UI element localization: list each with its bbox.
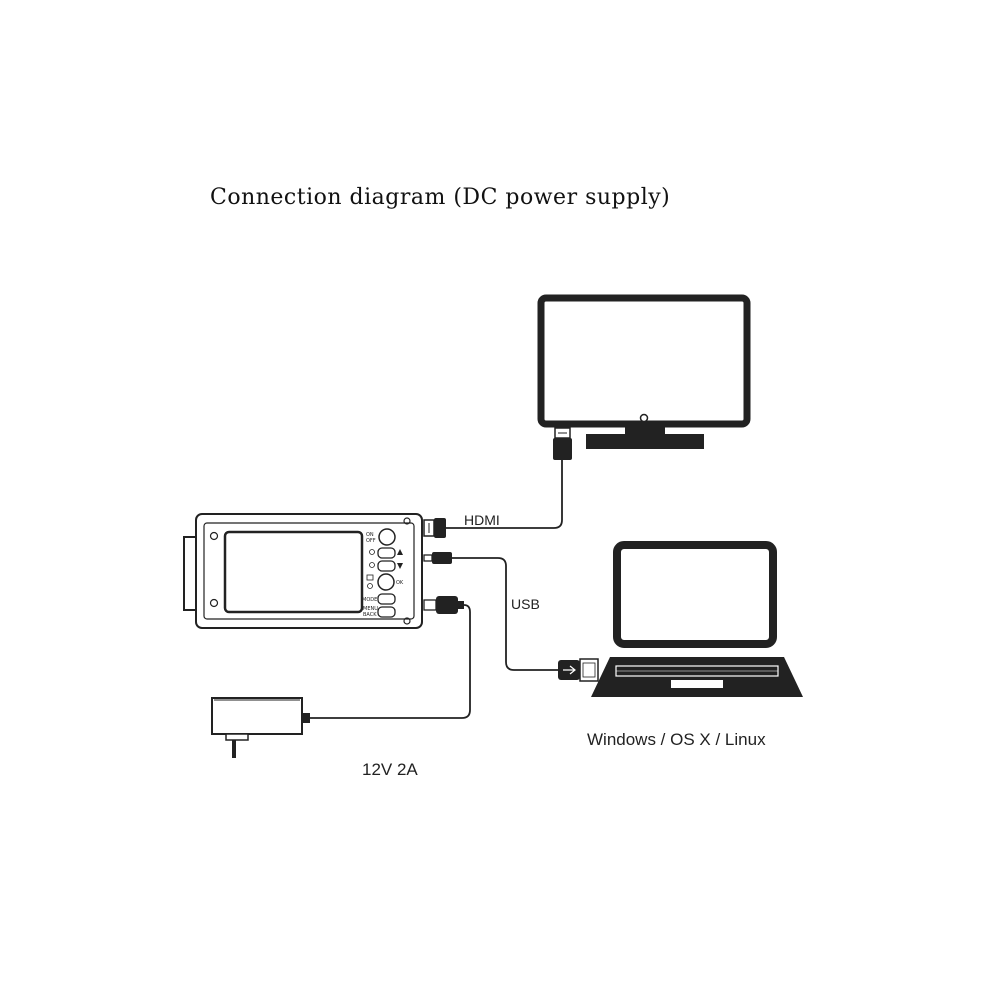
power-label: 12V 2A [362,760,418,779]
diagram-title: Connection diagram (DC power supply) [210,185,670,210]
svg-text:MENU: MENU [363,606,378,612]
usb-cable [452,557,560,671]
hdmi-cable [446,460,563,529]
zoom-in-up-button[interactable] [369,547,404,559]
device-usb-plug-icon [423,552,452,564]
svg-text:MODE: MODE [362,597,377,603]
svg-text:ON: ON [366,532,374,538]
device-button-panel: ON OFF OK MODE MENU BACK [362,528,404,618]
power-adapter-icon [211,697,310,758]
os-label: Windows / OS X / Linux [587,730,766,749]
svg-text:OFF: OFF [366,538,376,544]
power-cable [308,604,471,719]
power-button[interactable]: ON OFF [366,528,396,546]
zoom-out-down-button[interactable] [369,560,404,572]
camera-device-icon [183,513,423,629]
monitor-hdmi-plug-icon [553,427,572,460]
laptop-icon [591,541,803,697]
svg-text:OK: OK [396,580,404,586]
device-hdmi-plug-icon [423,518,446,538]
device-screen [223,530,364,614]
ok-button[interactable]: OK [366,573,404,591]
monitor-icon [537,294,751,449]
hdmi-label: HDMI [464,512,500,528]
usb-label: USB [511,596,540,612]
mode-button[interactable]: MODE [362,593,396,605]
menu-back-button[interactable]: MENU BACK [363,606,396,618]
svg-text:BACK: BACK [363,612,377,618]
dc-plug-icon [423,596,464,614]
laptop-usb-plug-icon [558,658,599,682]
